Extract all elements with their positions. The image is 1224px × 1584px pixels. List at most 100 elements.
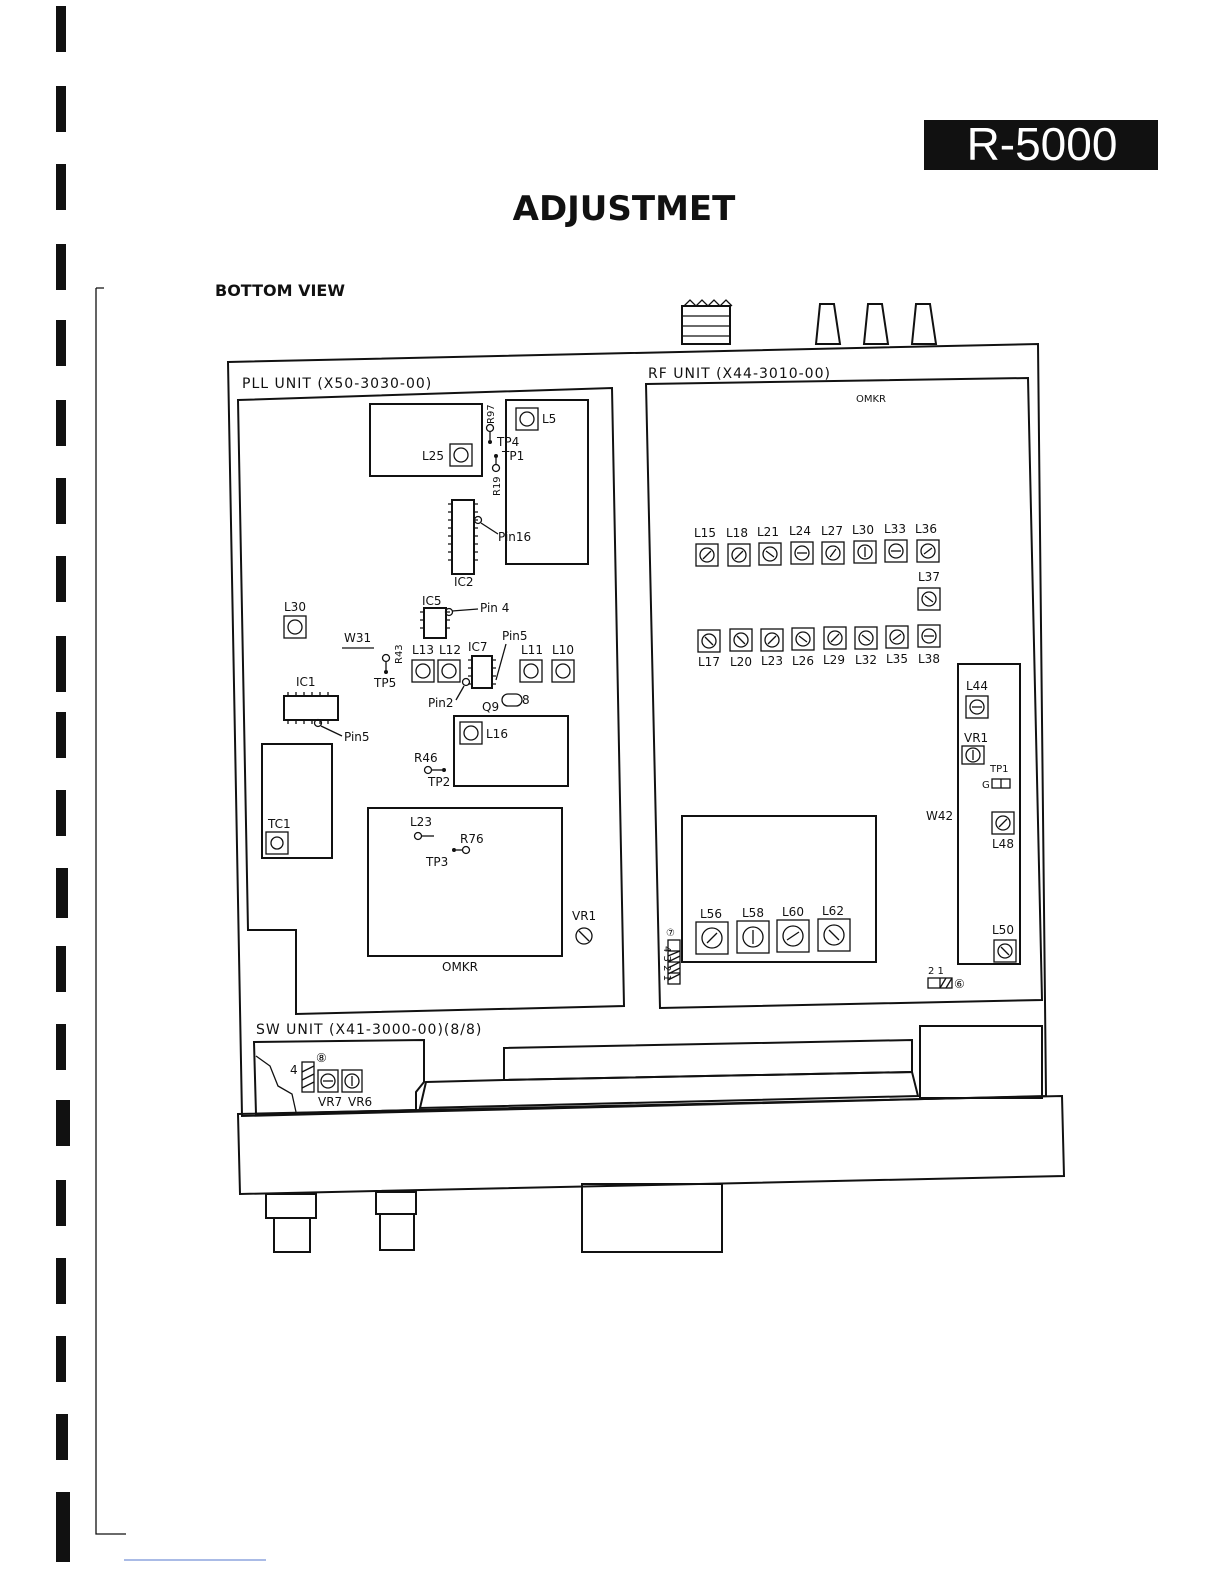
label-L32: L32	[855, 653, 877, 667]
label-ic2: IC2	[454, 575, 474, 589]
label-L62: L62	[822, 904, 844, 918]
coil-trimmer-icon[interactable]	[695, 921, 729, 955]
label-tc1: TC1	[267, 817, 291, 831]
label-pins-4321: 4 3 2 1	[661, 946, 672, 981]
label-tp4: TP4	[496, 435, 519, 449]
coil-trimmer-icon[interactable]	[817, 918, 851, 952]
label-L38: L38	[918, 652, 940, 666]
front-panel	[236, 1094, 1066, 1253]
pll-unit-title: PLL UNIT (X50-3030-00)	[242, 376, 432, 392]
variable-resistor-icon[interactable]	[317, 1069, 339, 1093]
label-L18: L18	[726, 526, 748, 540]
label-tp1: TP1	[501, 449, 524, 463]
coil-trimmer-icon[interactable]	[821, 541, 845, 565]
label-pin5-ic7: Pin5	[502, 629, 528, 643]
coil-trimmer-icon[interactable]	[758, 542, 782, 566]
coil-trimmer-icon[interactable]	[854, 626, 878, 650]
variable-resistor-icon[interactable]	[961, 745, 985, 765]
label-L21: L21	[757, 525, 779, 539]
label-l10: L10	[552, 643, 574, 657]
coil-trimmer-icon[interactable]	[776, 919, 810, 953]
label-w42: W42	[926, 809, 953, 823]
sw-unit: SW UNIT (X41-3000-00)(8/8) ⑧ 4 VR7 VR6	[252, 1022, 1043, 1116]
label-g: G	[982, 780, 990, 791]
label-L15: L15	[694, 526, 716, 540]
coil-trimmer-icon[interactable]	[697, 629, 721, 653]
coil-trimmer-icon[interactable]	[885, 625, 909, 649]
label-L58: L58	[742, 906, 764, 920]
view-label: BOTTOM VIEW	[215, 281, 345, 300]
label-l11: L11	[521, 643, 543, 657]
coil-trimmer-icon[interactable]	[993, 939, 1017, 963]
label-ic5: IC5	[422, 594, 442, 608]
coil-trimmer-icon[interactable]	[965, 695, 989, 719]
label-tp2: TP2	[427, 775, 450, 789]
label-L20: L20	[730, 655, 752, 669]
label-l12: L12	[439, 643, 461, 657]
label-ic7: IC7	[468, 640, 488, 654]
label-r19: R19	[492, 476, 503, 496]
coil-trimmer-icon[interactable]	[823, 626, 847, 650]
label-L27: L27	[821, 524, 843, 538]
label-L33: L33	[884, 522, 906, 536]
label-circle-6: ⑥	[954, 977, 965, 991]
label-tp3: TP3	[425, 855, 448, 869]
label-pin5-ic1: Pin5	[344, 730, 370, 744]
label-L35: L35	[886, 652, 908, 666]
label-L17: L17	[698, 655, 720, 669]
coil-trimmer-icon[interactable]	[991, 811, 1015, 835]
coil-trimmer-icon[interactable]	[760, 628, 784, 652]
page-title: ADJUSTMET	[513, 189, 737, 229]
label-w31: W31	[344, 631, 371, 645]
label-q9-pin: 8	[522, 693, 530, 707]
label-tp5: TP5	[373, 676, 396, 690]
coil-trimmer-icon[interactable]	[729, 628, 753, 652]
coil-trimmer-icon[interactable]	[791, 627, 815, 651]
label-l16: L16	[486, 727, 508, 741]
label-l37: L37	[918, 570, 940, 584]
label-vr1-rf: VR1	[964, 731, 988, 745]
label-L56: L56	[700, 907, 722, 921]
label-l44: L44	[966, 679, 988, 693]
coil-trimmer-icon[interactable]	[884, 539, 908, 563]
label-tp1-rf: TP1	[989, 764, 1009, 775]
label-pin4: Pin 4	[480, 601, 509, 615]
coil-trimmer-icon[interactable]	[790, 541, 814, 565]
coil-trimmer-icon[interactable]	[917, 624, 941, 648]
coil-trimmer-icon[interactable]	[917, 587, 941, 611]
label-r76: R76	[460, 832, 484, 846]
label-ic1: IC1	[296, 675, 316, 689]
label-l50: L50	[992, 923, 1014, 937]
binder-marks	[56, 6, 266, 1562]
label-r43: R43	[394, 644, 405, 664]
coil-trimmer-icon[interactable]	[727, 543, 751, 567]
label-l5: L5	[542, 412, 556, 426]
label-l48: L48	[992, 837, 1014, 851]
coil-trimmer-icon[interactable]	[916, 539, 940, 563]
coil-trimmer-icon[interactable]	[695, 543, 719, 567]
label-sw-pin4: 4	[290, 1063, 298, 1077]
label-L36: L36	[915, 522, 937, 536]
label-circle-7: ⑦	[666, 928, 675, 939]
label-L30: L30	[852, 523, 874, 537]
label-L24: L24	[789, 524, 811, 538]
label-pin16: Pin16	[498, 530, 531, 544]
variable-resistor-icon[interactable]	[341, 1069, 363, 1093]
coil-trimmer-icon[interactable]	[853, 540, 877, 564]
model-plate	[924, 120, 1158, 170]
label-mkr-rf: OMKR	[856, 394, 886, 405]
label-l30: L30	[284, 600, 306, 614]
label-q9: Q9	[482, 700, 499, 714]
label-L29: L29	[823, 653, 845, 667]
label-vr6: VR6	[348, 1095, 372, 1109]
label-circle-8: ⑧	[316, 1051, 327, 1065]
label-pin2: Pin2	[428, 696, 454, 710]
label-l13: L13	[412, 643, 434, 657]
label-vr7: VR7	[318, 1095, 342, 1109]
sw-unit-title: SW UNIT (X41-3000-00)(8/8)	[256, 1022, 482, 1038]
coil-trimmer-icon[interactable]	[736, 920, 770, 954]
label-l25: L25	[422, 449, 444, 463]
antenna-connectors	[681, 299, 938, 345]
